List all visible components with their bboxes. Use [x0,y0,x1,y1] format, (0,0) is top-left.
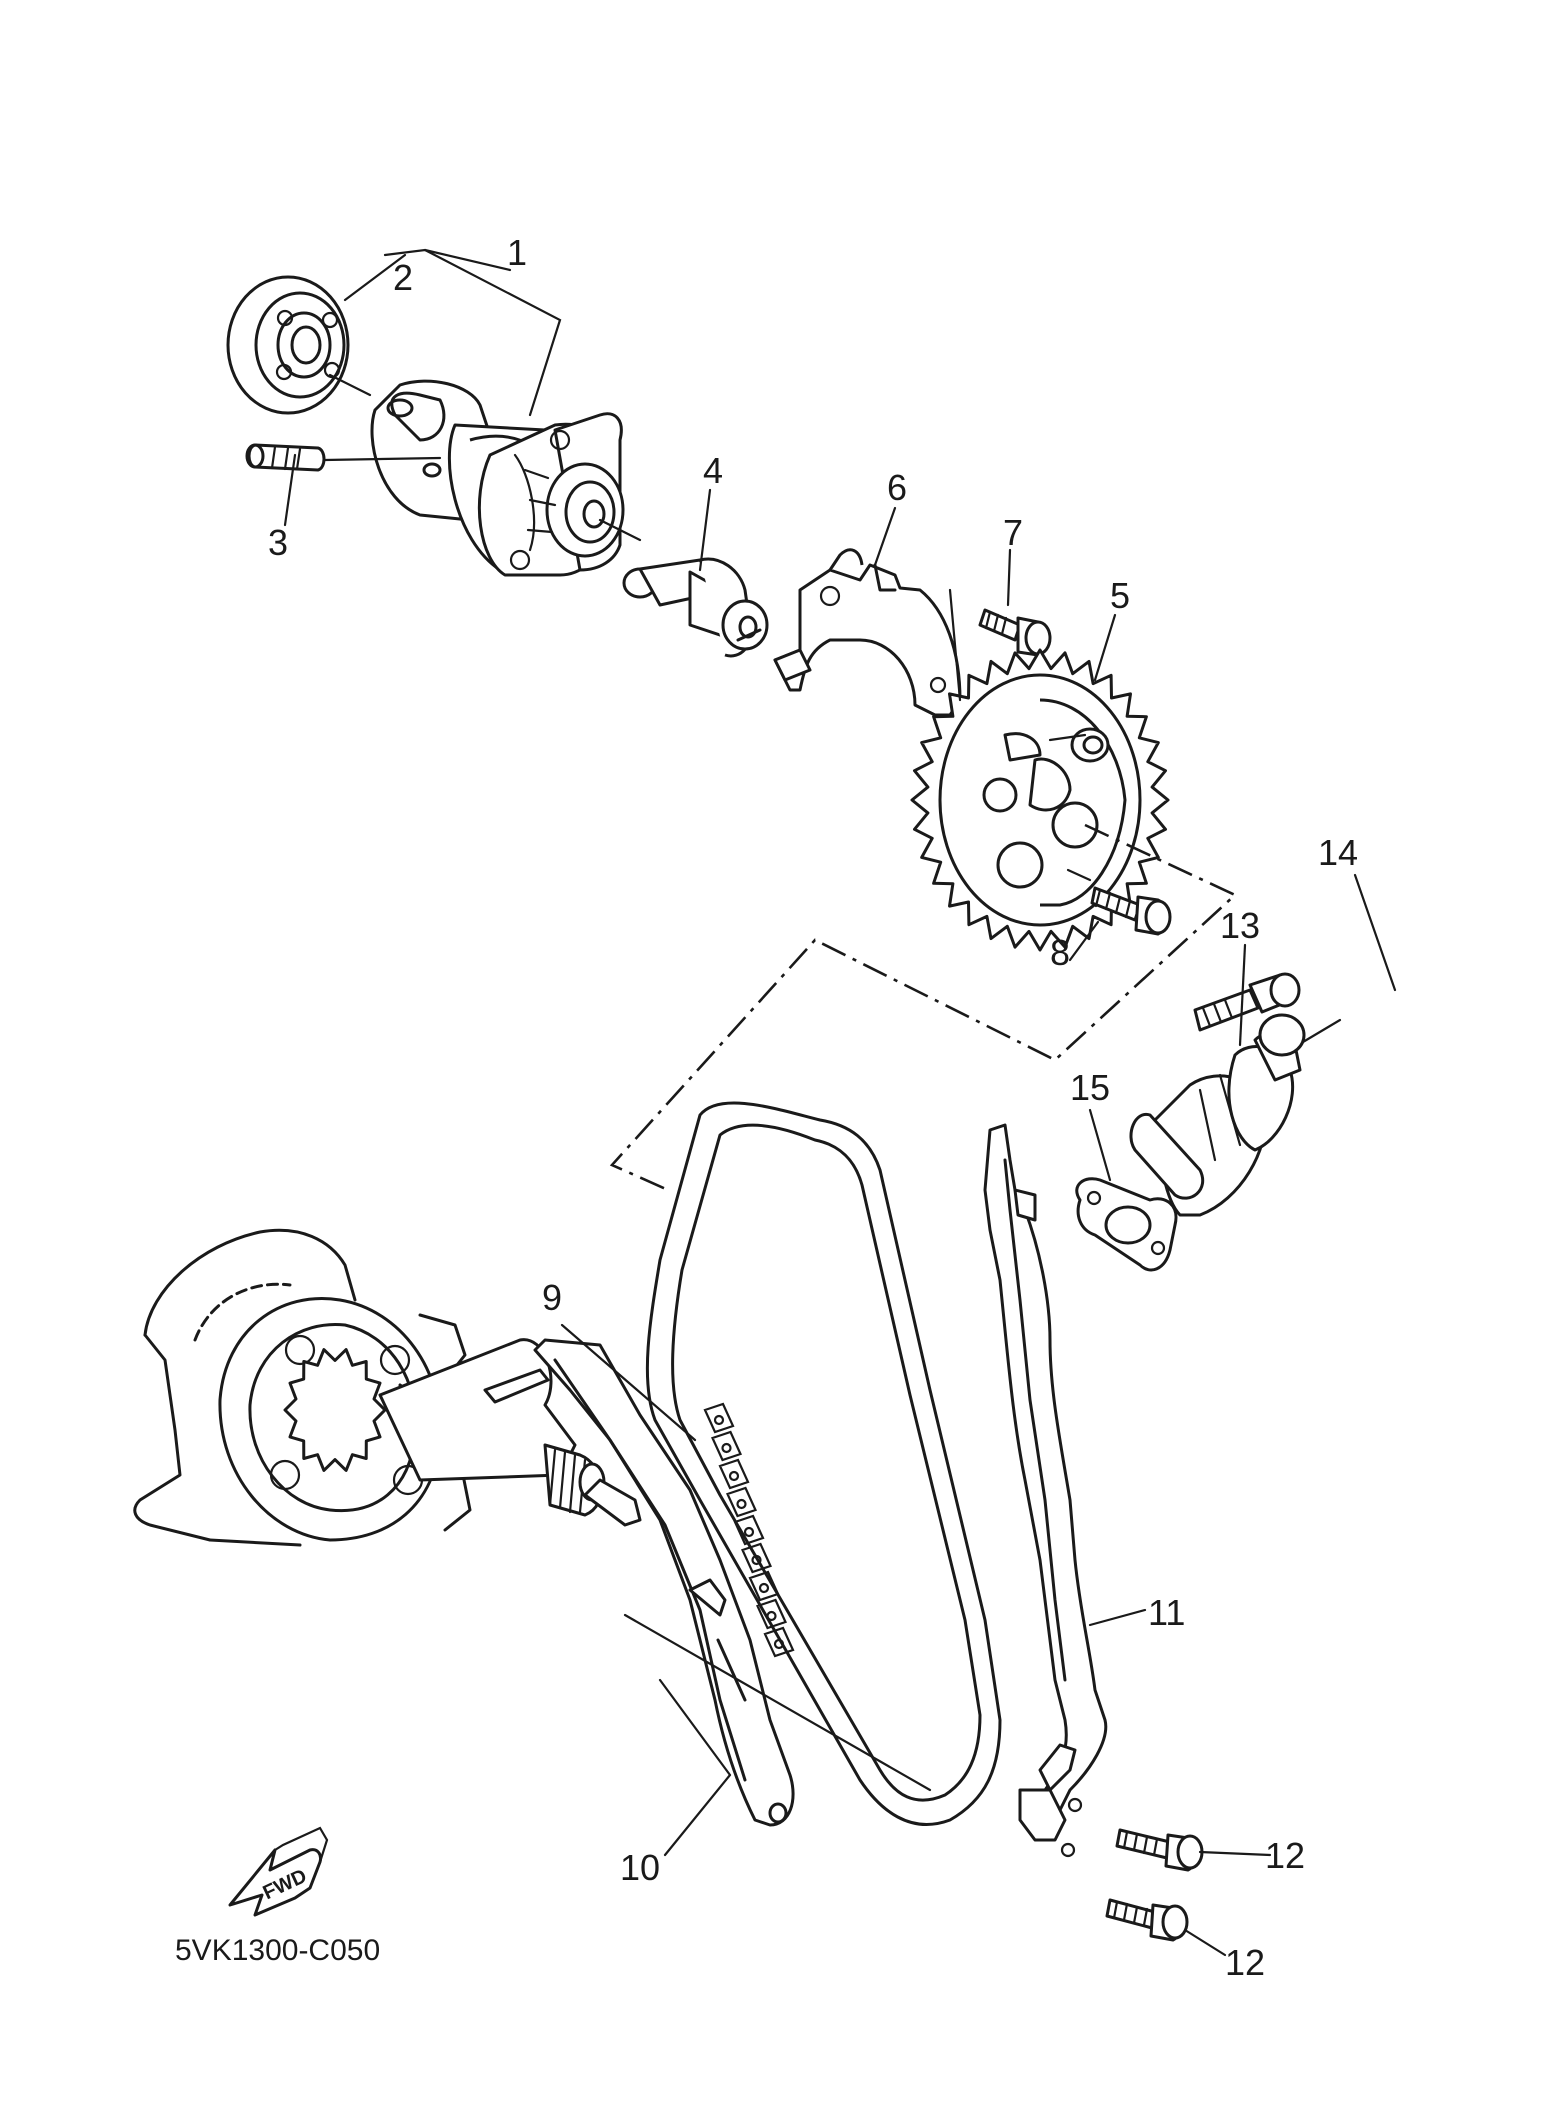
bolt-8-part [1090,886,1172,936]
shaft-part [622,557,769,658]
callout-4: 4 [703,450,723,491]
callout-8: 8 [1050,932,1070,973]
bolt-12b-part [1105,1898,1189,1942]
chain-guide-rear-part [983,1123,1108,1858]
callout-14: 14 [1318,832,1358,873]
camshaft-part [370,379,625,577]
callout-5: 5 [1110,575,1130,616]
tensioner-part [1129,1013,1306,1217]
callout-3: 3 [268,522,288,563]
sprocket-part [910,648,1170,952]
leader-lines [283,248,1397,1957]
callout-9: 9 [542,1277,562,1318]
bolt-12a-part [1115,1828,1204,1872]
fwd-arrow-icon: FWD [228,1826,329,1917]
plate-part [773,548,962,717]
pin-part [245,443,326,472]
crankshaft-context [133,1228,606,1547]
callout-12b: 12 [1225,1942,1265,1983]
callout-12a: 12 [1265,1835,1305,1876]
gasket-part [1075,1177,1178,1272]
callout-6: 6 [887,467,907,508]
callout-10: 10 [620,1847,660,1888]
diagram-code: 5VK1300-C050 [175,1934,380,1967]
chain-segment-part [703,1402,795,1658]
callout-11: 11 [1148,1592,1185,1633]
callouts: 1 2 3 4 5 6 7 8 9 10 11 12 12 13 14 15 [268,232,1358,1983]
cam-chain-loop [645,1101,1002,1826]
callout-7: 7 [1003,512,1023,553]
bolt-7-part [978,608,1052,657]
bracket-1 [383,248,562,417]
bearing-part [226,275,350,415]
callout-2: 2 [393,257,413,298]
callout-1: 1 [507,232,527,273]
callout-15: 15 [1070,1067,1110,1108]
chain-guide-front-part [533,1338,795,1827]
callout-13: 13 [1220,905,1260,946]
